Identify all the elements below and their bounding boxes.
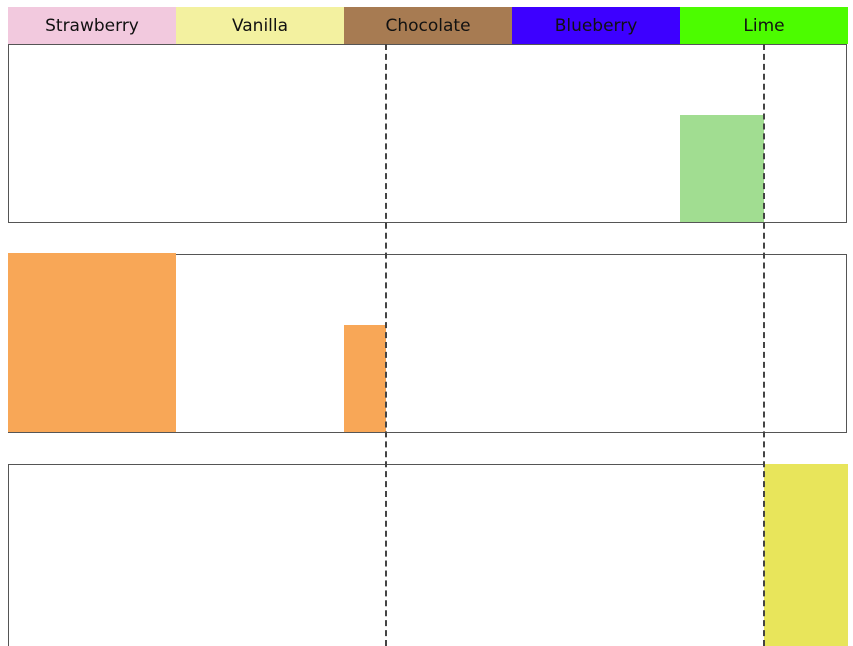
flavor-lime: Lime [680,7,848,44]
panel-1-bar-0 [7,253,176,432]
flavor-vanilla: Vanilla [176,7,344,44]
panel-2-bar-0 [763,464,848,646]
guide-line-1 [763,44,765,646]
panel-middle [7,253,847,433]
flavor-chocolate: Chocolate [344,7,512,44]
panel-1-bar-1 [343,324,386,432]
panel-bottom [8,464,848,646]
panel-0-bar-0 [679,114,764,222]
flavor-header: Strawberry Vanilla Chocolate Blueberry L… [8,7,848,44]
flavor-blueberry: Blueberry [512,7,680,44]
guide-line-0 [385,44,387,646]
flavor-strawberry: Strawberry [8,7,176,44]
panel-top [8,44,847,223]
